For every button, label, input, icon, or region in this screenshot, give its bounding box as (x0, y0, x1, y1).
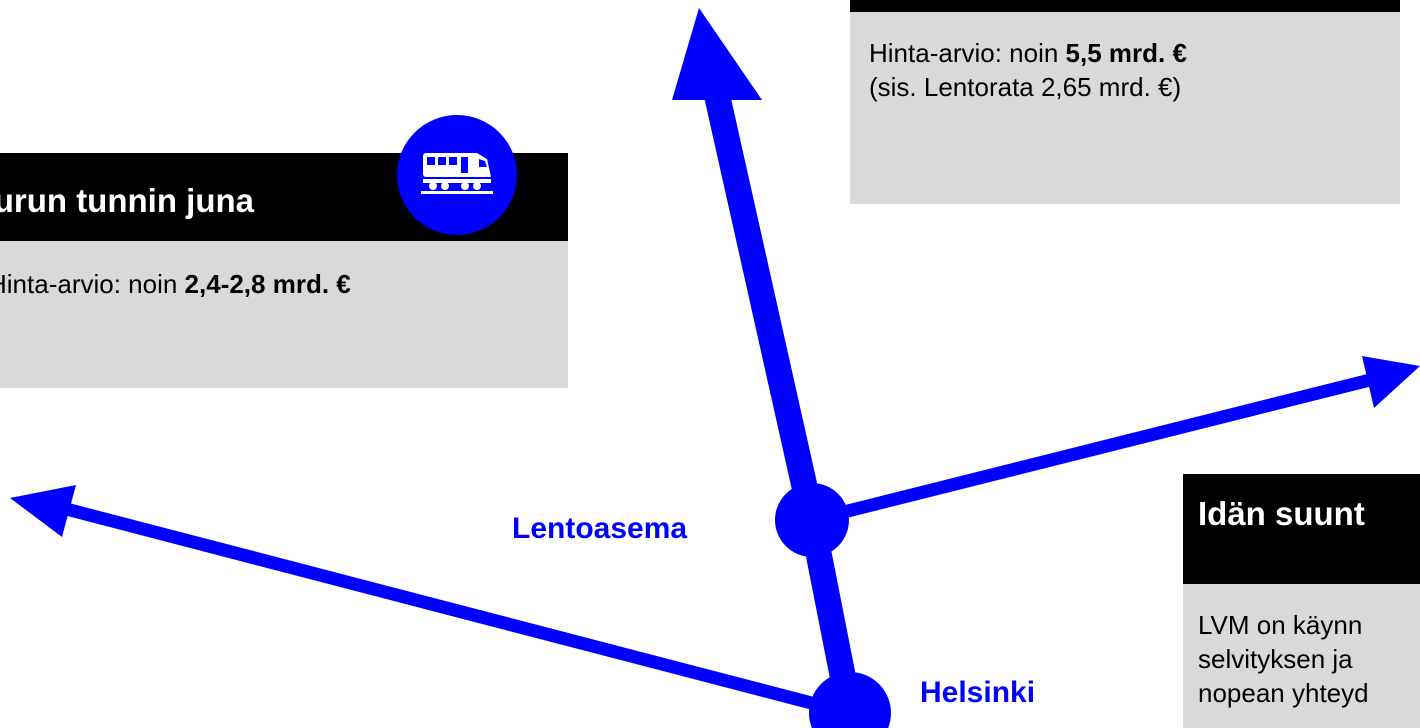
turku-price-value: 2,4-2,8 mrd. € (184, 269, 351, 299)
ita-line-3: nopean yhteyd (1198, 678, 1369, 708)
route-west-line (63, 503, 857, 720)
ita-box-title: Idän suunt (1183, 474, 1420, 584)
node-lentoasema (775, 483, 849, 557)
ita-line-2: selvityksen ja (1198, 644, 1353, 674)
train-icon (397, 115, 517, 235)
route-north-arrowhead (672, 8, 762, 100)
lentorata-price-line: Hinta-arvio: noin 5,5 mrd. € (869, 36, 1400, 70)
label-helsinki: Helsinki (920, 676, 1036, 709)
ita-line-1: LVM on käynn (1198, 610, 1363, 640)
route-west-arrowhead (10, 485, 76, 537)
node-helsinki (809, 672, 891, 728)
route-east-arrowhead (1362, 356, 1420, 408)
turku-price-line: Hinta-arvio: noin 2,4-2,8 mrd. € (0, 267, 568, 301)
lentorata-box-title (850, 0, 1400, 12)
ita-box-body: LVM on käynn selvityksen ja nopean yhtey… (1183, 584, 1420, 728)
route-east-line (805, 373, 1377, 527)
lentorata-price-note: (sis. Lentorata 2,65 mrd. €) (869, 72, 1182, 102)
turku-price-prefix: Hinta-arvio: noin (0, 269, 185, 299)
turku-box-body: Hinta-arvio: noin 2,4-2,8 mrd. € (0, 241, 568, 388)
lentorata-box-body: Hinta-arvio: noin 5,5 mrd. € (sis. Lento… (850, 12, 1400, 204)
lentorata-price-value: 5,5 mrd. € (1065, 38, 1187, 68)
label-lentoasema: Lentoasema (512, 512, 688, 545)
lentorata-price-prefix: Hinta-arvio: noin (869, 38, 1066, 68)
turku-title-text: Turun tunnin juna (0, 182, 254, 219)
route-north-line (697, 61, 825, 523)
